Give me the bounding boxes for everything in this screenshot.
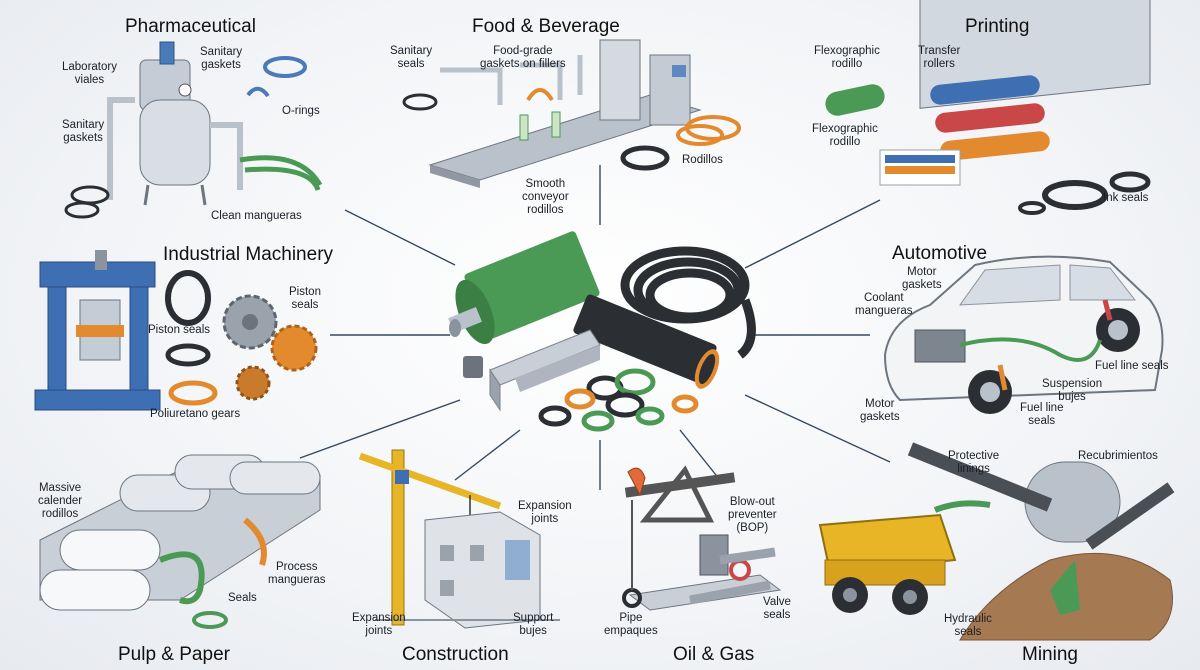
label-rodillos: Rodillos <box>682 154 723 166</box>
label-food-grade-gaskets: Food-grade gaskets on fillers <box>480 45 566 70</box>
title-oil-gas: Oil & Gas <box>673 644 755 665</box>
label-coolant-mangueras: Coolant mangueras <box>855 292 913 317</box>
label-o-rings: O-rings <box>282 105 320 117</box>
label-flexographic-bottom: Flexographic rodillo <box>812 123 878 148</box>
oilgas-illustration <box>622 465 782 611</box>
label-sanitary-gaskets-top: Sanitary gaskets <box>200 46 243 71</box>
label-sanitary-seals: Sanitary seals <box>390 45 433 70</box>
label-expansion-joints-top: Expansion joints <box>518 500 572 525</box>
label-fuel-line-seals-right: Fuel line seals <box>1095 360 1169 372</box>
label-suspension-bujes: Suspension bujes <box>1042 378 1103 403</box>
pharma-illustration <box>64 41 323 219</box>
title-construction: Construction <box>402 644 509 665</box>
title-industrial-machinery: Industrial Machinery <box>163 244 334 265</box>
label-lab-viales: Laboratory viales <box>62 61 117 86</box>
label-protective-linings: Protective linings <box>948 450 1000 475</box>
label-fuel-line-seals-bottom: Fuel line seals <box>1020 402 1064 427</box>
label-motor-gaskets-top: Motor gaskets <box>902 266 942 291</box>
label-piston-seals-right: Piston seals <box>289 286 321 311</box>
label-ink-seals: Ink seals <box>1103 192 1149 204</box>
label-seals: Seals <box>228 592 257 604</box>
label-process-mangueras: Process mangueras <box>268 561 326 586</box>
label-transfer-rollers: Transfer rollers <box>918 45 961 70</box>
printing-illustration <box>825 0 1151 215</box>
label-support-bujes: Support bujes <box>513 612 554 637</box>
construction-illustration <box>358 449 560 629</box>
title-pharmaceutical: Pharmaceutical <box>125 16 256 37</box>
title-pulp-paper: Pulp & Paper <box>118 644 230 665</box>
label-pipe-empaques: Pipe empaques <box>604 612 658 637</box>
label-motor-gaskets-bottom: Motor gaskets <box>860 398 900 423</box>
label-clean-mangueras: Clean mangueras <box>211 210 302 222</box>
food-illustration <box>402 39 741 188</box>
center-products <box>448 231 756 432</box>
label-sanitary-gaskets-left: Sanitary gaskets <box>62 119 105 144</box>
connector-lines <box>299 165 891 490</box>
label-massive-calender: Massive calender rodillos <box>38 482 83 520</box>
automotive-illustration <box>883 255 1164 414</box>
label-flexographic-top: Flexographic rodillo <box>814 45 880 70</box>
machinery-illustration <box>34 250 318 411</box>
title-automotive: Automotive <box>892 243 988 264</box>
title-printing: Printing <box>965 16 1030 37</box>
label-expansion-joints-bottom: Expansion joints <box>352 612 406 637</box>
label-smooth-conveyor: Smooth conveyor rodillos <box>522 178 569 216</box>
pulp-illustration <box>39 454 321 629</box>
label-poliuretano-gears: Poliuretano gears <box>150 408 241 420</box>
title-food-beverage: Food & Beverage <box>472 16 620 37</box>
title-mining: Mining <box>1022 644 1078 665</box>
label-recubrimientos: Recubrimientos <box>1078 450 1158 462</box>
mining-illustration <box>818 442 1175 641</box>
label-bop: Blow-out preventer (BOP) <box>728 496 777 534</box>
label-hydraulic-seals: Hydraulic seals <box>944 613 992 638</box>
label-valve-seals: Valve seals <box>763 596 791 621</box>
label-piston-seals-left: Piston seals <box>148 324 211 336</box>
